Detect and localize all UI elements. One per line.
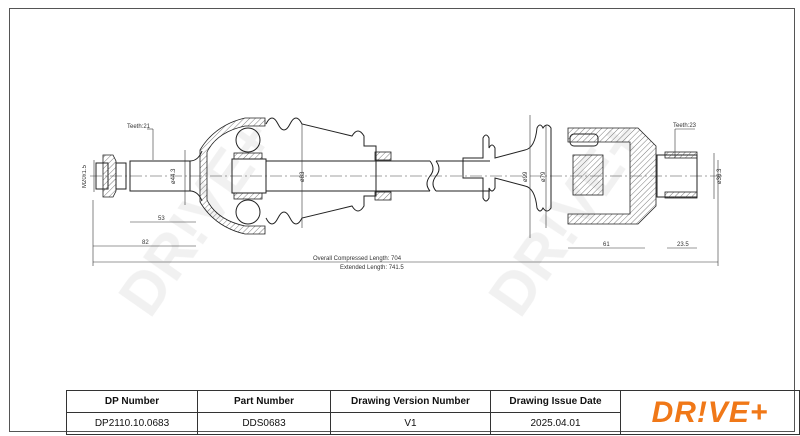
value-issue-date: 2025.04.01 (490, 412, 621, 435)
value-part-number: DDS0683 (197, 412, 331, 435)
teeth-right-label: Teeth:23 (673, 123, 697, 129)
value-drawing-version: V1 (330, 412, 491, 435)
thread-label: M20x1.5 (82, 164, 88, 188)
header-part-number: Part Number (197, 390, 331, 413)
extended-length-label: Extended Length: 741.5 (340, 265, 404, 271)
right-boot (462, 124, 552, 212)
value-dp-number: DP2110.10.0683 (66, 412, 198, 435)
len-23-5-label: 23.5 (677, 242, 689, 248)
right-tripod-joint (567, 127, 698, 225)
header-issue-date: Drawing Issue Date (490, 390, 621, 413)
title-block: DP Number Part Number Drawing Version Nu… (66, 390, 800, 435)
dia-boot-left-label: ø83 (300, 171, 306, 182)
left-cv-joint (199, 117, 267, 235)
overall-compressed-label: Overall Compressed Length: 704 (313, 256, 402, 262)
len-82-label: 82 (142, 240, 149, 246)
len-61-label: 61 (603, 242, 610, 248)
header-dp-number: DP Number (66, 390, 198, 413)
dia-79-label: ø79 (541, 171, 547, 182)
dia-right-label: ø36.3 (717, 168, 723, 184)
teeth-left-label: Teeth:21 (127, 124, 151, 130)
dia-99-label: ø99 (523, 171, 529, 182)
len-53-label: 53 (158, 216, 165, 222)
svg-text:DR!VE+: DR!VE+ (106, 107, 288, 327)
header-drawing-version: Drawing Version Number (330, 390, 491, 413)
left-boot (265, 117, 377, 225)
drive-logo: DR!VE+ (620, 390, 800, 435)
dimension-lines (92, 115, 719, 266)
dia-shaft-left-label: ø44.3 (171, 168, 177, 184)
